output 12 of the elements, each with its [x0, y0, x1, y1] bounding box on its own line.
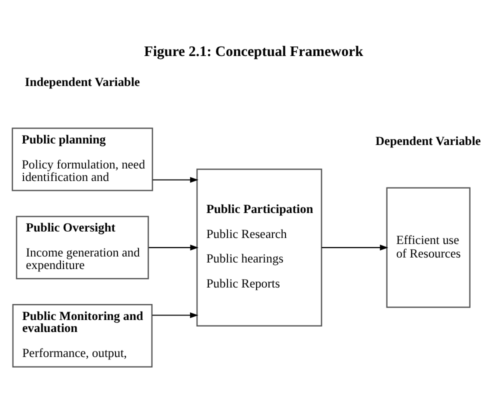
node-box: Efficient use of Resources	[386, 187, 470, 308]
node-box: Public Oversight Income generation and expenditure	[16, 216, 149, 280]
diagram-title: Figure 2.1: Conceptual Framework	[144, 44, 364, 60]
arrow	[152, 176, 198, 183]
node-box: Public planning Policy formulation, need identification and	[12, 128, 154, 192]
arrow	[322, 244, 388, 250]
arrow	[152, 312, 198, 318]
label: Independent Variable	[24, 74, 140, 89]
node-box: Public Participation Public Research Public hearings Public Reports	[196, 168, 322, 326]
label: Dependent Variable	[375, 134, 481, 148]
arrow	[148, 244, 198, 250]
node-box: Public Monitoring and evaluation Performance, output,	[12, 304, 153, 368]
